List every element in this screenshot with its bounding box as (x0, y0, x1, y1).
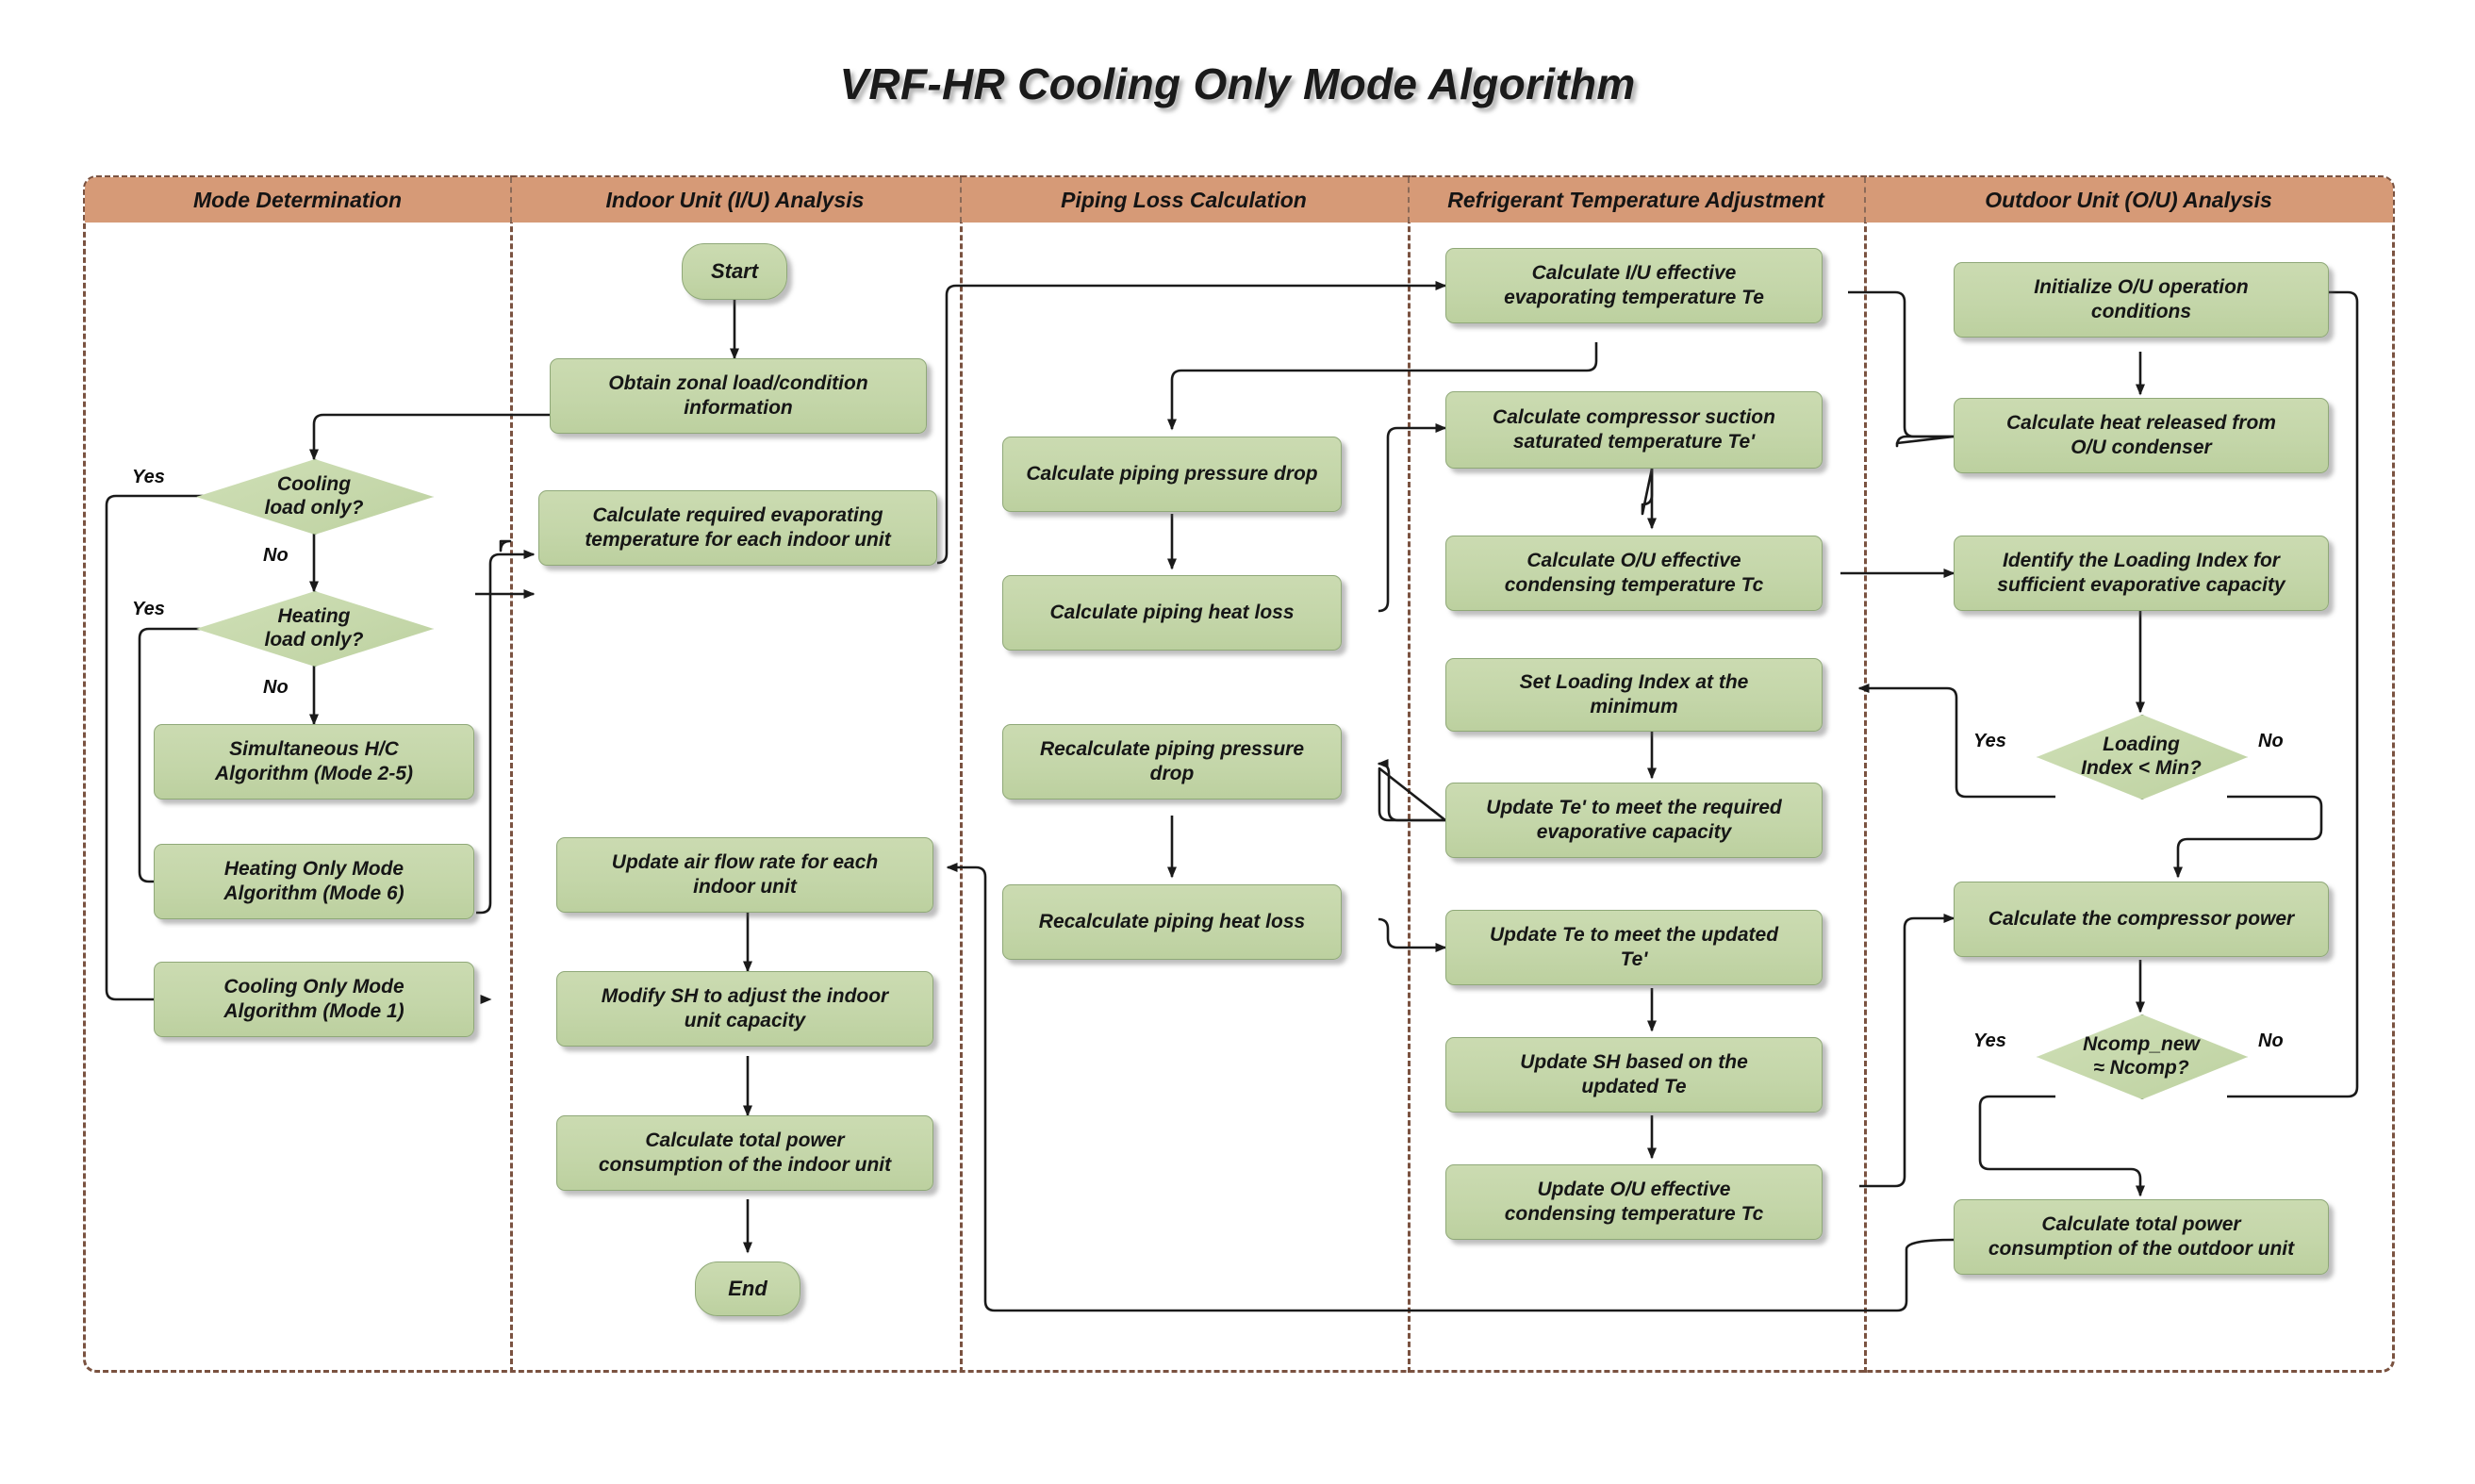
node-calculate-ou-effective-condensing-temp[interactable]: Calculate O/U effective condensing tempe… (1445, 536, 1823, 611)
node-end[interactable]: End (695, 1261, 800, 1316)
lane-divider-4 (1864, 175, 1867, 1373)
decision-loading-index-min[interactable]: Loading Index < Min? (2037, 715, 2248, 800)
lane-header-piping-loss: Piping Loss Calculation (960, 177, 1408, 223)
node-calculate-compressor-suction-temp[interactable]: Calculate compressor suction saturated t… (1445, 391, 1823, 469)
swimlane-frame (83, 175, 2395, 1373)
lane-header-label: Piping Loss Calculation (1061, 187, 1307, 212)
node-initialize-ou-operation[interactable]: Initialize O/U operation conditions (1954, 262, 2329, 338)
edge-label-ncomp-yes: Yes (1973, 1031, 2006, 1051)
lane-header-refrigerant-temp: Refrigerant Temperature Adjustment (1408, 177, 1864, 223)
lane-header-sep-3 (1408, 177, 1410, 223)
edge-label-heating-no: No (263, 677, 289, 698)
lane-divider-1 (510, 175, 513, 1373)
node-update-sh[interactable]: Update SH based on the updated Te (1445, 1037, 1823, 1113)
edge-label-heating-yes: Yes (132, 599, 165, 619)
node-set-loading-index-minimum[interactable]: Set Loading Index at the minimum (1445, 658, 1823, 732)
edge-label-loading-no: No (2258, 731, 2284, 751)
lane-header-sep-4 (1864, 177, 1866, 223)
node-recalculate-piping-pressure-drop[interactable]: Recalculate piping pressure drop (1002, 724, 1342, 800)
edge-label-loading-yes: Yes (1973, 731, 2006, 751)
node-start[interactable]: Start (682, 243, 787, 300)
lane-divider-3 (1408, 175, 1411, 1373)
node-calculate-piping-heat-loss[interactable]: Calculate piping heat loss (1002, 575, 1342, 651)
node-simultaneous-hc-algorithm[interactable]: Simultaneous H/C Algorithm (Mode 2-5) (154, 724, 474, 800)
node-heating-only-mode-algorithm[interactable]: Heating Only Mode Algorithm (Mode 6) (154, 844, 474, 919)
lane-header-sep-1 (510, 177, 512, 223)
edge-label-cooling-no: No (263, 545, 289, 566)
page-title: VRF-HR Cooling Only Mode Algorithm (839, 59, 1636, 108)
node-calculate-iu-effective-evaporating-temp[interactable]: Calculate I/U effective evaporating temp… (1445, 248, 1823, 323)
node-calculate-indoor-unit-power[interactable]: Calculate total power consumption of the… (556, 1115, 933, 1191)
node-update-ou-condensing-temp[interactable]: Update O/U effective condensing temperat… (1445, 1164, 1823, 1240)
lane-header-label: Indoor Unit (I/U) Analysis (605, 187, 865, 212)
decision-cooling-load-only[interactable]: Cooling load only? (196, 459, 434, 535)
node-identify-loading-index[interactable]: Identify the Loading Index for sufficien… (1954, 536, 2329, 611)
lane-header-sep-2 (960, 177, 962, 223)
edge-label-ncomp-no: No (2258, 1031, 2284, 1051)
node-calculate-required-evaporating-temp[interactable]: Calculate required evaporating temperatu… (538, 490, 937, 566)
node-calculate-compressor-power[interactable]: Calculate the compressor power (1954, 882, 2329, 957)
node-cooling-only-mode-algorithm[interactable]: Cooling Only Mode Algorithm (Mode 1) (154, 962, 474, 1037)
node-calculate-piping-pressure-drop[interactable]: Calculate piping pressure drop (1002, 437, 1342, 512)
node-calculate-outdoor-unit-power[interactable]: Calculate total power consumption of the… (1954, 1199, 2329, 1275)
lane-header-label: Mode Determination (192, 187, 403, 212)
edge-label-cooling-yes: Yes (132, 467, 165, 487)
lane-header-label: Refrigerant Temperature Adjustment (1447, 187, 1824, 212)
lane-divider-2 (960, 175, 963, 1373)
decision-label: Heating load only? (264, 604, 364, 651)
node-calculate-heat-released[interactable]: Calculate heat released from O/U condens… (1954, 398, 2329, 473)
lane-header-label: Outdoor Unit (O/U) Analysis (1985, 187, 2272, 212)
node-obtain-zonal-load[interactable]: Obtain zonal load/condition information (550, 358, 927, 434)
decision-label: Cooling load only? (264, 472, 364, 519)
node-recalculate-piping-heat-loss[interactable]: Recalculate piping heat loss (1002, 884, 1342, 960)
node-update-te-prime[interactable]: Update Te' to meet the required evaporat… (1445, 783, 1823, 858)
lane-header-mode-determination: Mode Determination (85, 177, 510, 223)
node-update-air-flow-rate[interactable]: Update air flow rate for each indoor uni… (556, 837, 933, 913)
node-update-te[interactable]: Update Te to meet the updated Te' (1445, 910, 1823, 985)
lane-header-indoor-unit: Indoor Unit (I/U) Analysis (510, 177, 960, 223)
decision-label: Ncomp_new ≈ Ncomp? (2083, 1032, 2200, 1079)
decision-ncomp-convergence[interactable]: Ncomp_new ≈ Ncomp? (2037, 1014, 2248, 1099)
decision-label: Loading Index < Min? (2081, 733, 2202, 779)
decision-heating-load-only[interactable]: Heating load only? (196, 591, 434, 667)
lane-header-outdoor-unit: Outdoor Unit (O/U) Analysis (1864, 177, 2393, 223)
node-modify-sh[interactable]: Modify SH to adjust the indoor unit capa… (556, 971, 933, 1047)
